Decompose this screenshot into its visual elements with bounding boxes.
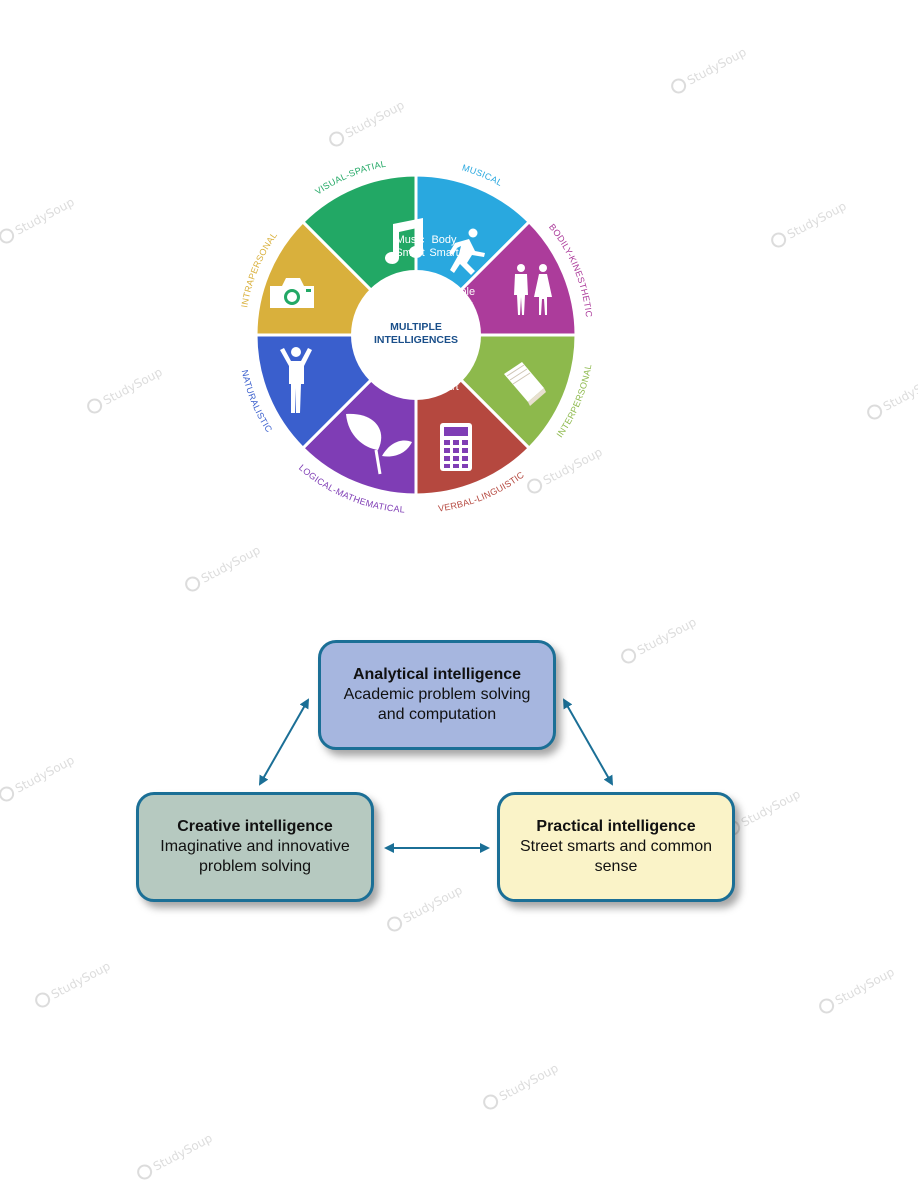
analytical-line2: and computation [377, 706, 497, 723]
camera-icon [270, 278, 314, 308]
practical-line1: Street smarts and common [519, 838, 713, 855]
running-person-icon [449, 228, 485, 275]
creative-line1: Imaginative and innovative [160, 838, 350, 855]
leaf-icon [346, 413, 412, 475]
wheel-inner-label: Body [431, 234, 457, 246]
multiple-intelligences-wheel: MUSICALBODILY-KINESTHETICINTERPERSONALVE… [239, 159, 594, 515]
arrow-analytical-creative [259, 698, 309, 786]
practical-title: Practical intelligence [536, 818, 696, 835]
calculator-icon [440, 423, 472, 471]
wheel-center-line1: MULTIPLE [390, 321, 442, 333]
music-note-icon [385, 218, 423, 264]
analytical-line1: Academic problem solving [343, 686, 531, 703]
practical-intelligence-box: Practical intelligence Street smarts and… [497, 792, 735, 902]
person-arms-up-icon [280, 347, 312, 413]
book-icon [504, 362, 546, 406]
wheel-center-disc [351, 270, 481, 400]
analytical-title: Analytical intelligence [352, 666, 522, 683]
people-icon [514, 264, 552, 315]
creative-line2: problem solving [198, 858, 312, 875]
wheel-center-line2: INTELLIGENCES [374, 334, 458, 346]
creative-intelligence-box: Creative intelligence Imaginative and in… [136, 792, 374, 902]
practical-line2: sense [594, 858, 638, 875]
analytical-intelligence-box: Analytical intelligence Academic problem… [318, 640, 556, 750]
arrow-analytical-practical [563, 698, 613, 786]
creative-title: Creative intelligence [177, 818, 333, 835]
